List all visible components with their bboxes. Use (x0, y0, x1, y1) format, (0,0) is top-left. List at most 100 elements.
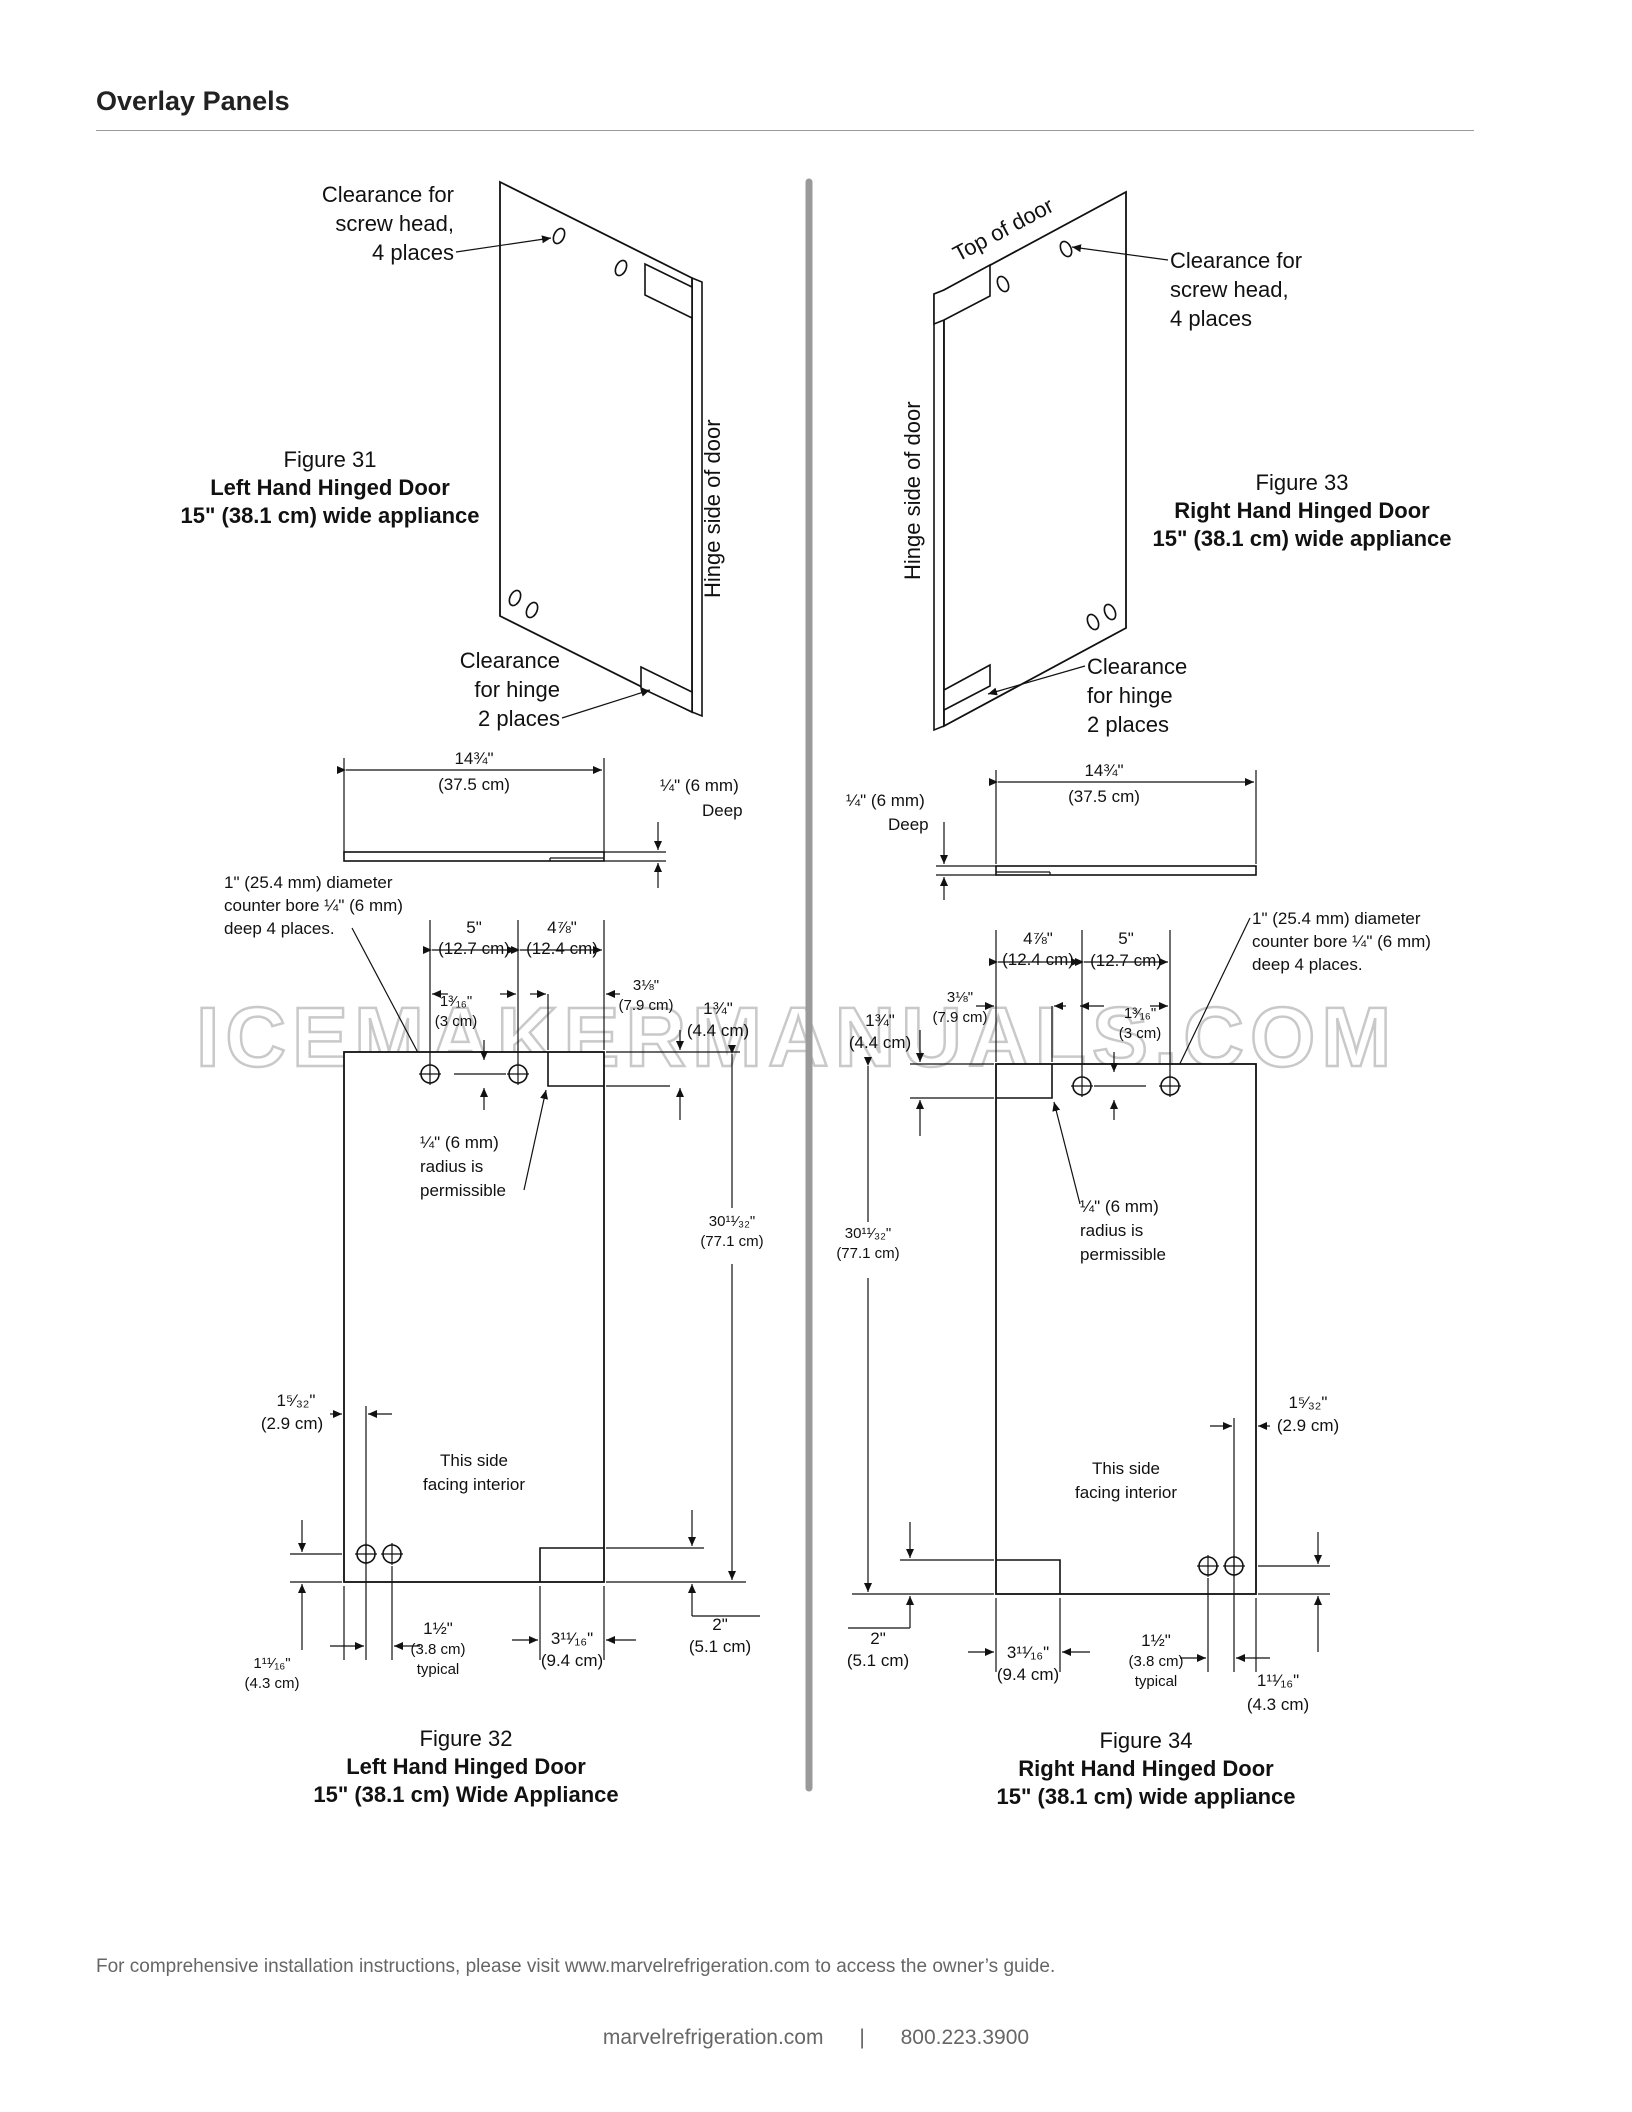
figure33-panel (933, 190, 1127, 732)
svg-text:¼" (6 mm): ¼" (6 mm) (1080, 1197, 1159, 1216)
installation-note: For comprehensive installation instructi… (96, 1956, 1056, 1977)
svg-text:facing interior: facing interior (1075, 1483, 1177, 1502)
svg-text:Clearance for: Clearance for (322, 182, 454, 207)
svg-text:2": 2" (870, 1629, 886, 1648)
svg-text:5": 5" (466, 918, 482, 937)
svg-text:screw head,: screw head, (1170, 277, 1289, 302)
svg-text:3¹¹⁄₁₆": 3¹¹⁄₁₆" (1007, 1643, 1049, 1662)
figure34-height-dimension (852, 1057, 994, 1595)
svg-text:1¹¹⁄₁₆": 1¹¹⁄₁₆" (253, 1655, 290, 1672)
figure32-caption: Figure 32 Left Hand Hinged Door 15" (38.… (313, 1726, 618, 1807)
svg-text:facing interior: facing interior (423, 1475, 525, 1494)
figure33-screw-label: Clearance for screw head, 4 places (1071, 244, 1302, 331)
svg-text:(9.4 cm): (9.4 cm) (541, 1651, 603, 1670)
figure34-panel-outline (995, 1063, 1257, 1595)
svg-text:(3.8 cm): (3.8 cm) (410, 1641, 465, 1658)
footer-contact: marvelrefrigeration.com | 800.223.3900 (0, 2026, 1632, 2050)
svg-text:(2.9 cm): (2.9 cm) (261, 1414, 323, 1433)
svg-text:radius is: radius is (1080, 1221, 1143, 1240)
svg-text:3¹¹⁄₁₆": 3¹¹⁄₁₆" (551, 1629, 593, 1648)
svg-text:permissible: permissible (420, 1181, 506, 1200)
figure31-hinge-side-label: Hinge side of door (700, 419, 725, 598)
figure32-height-dimension (606, 1045, 746, 1583)
svg-text:Figure 31: Figure 31 (284, 447, 377, 472)
figure31-hinge-label: Clearance for hinge 2 places (460, 648, 651, 731)
svg-text:¼" (6 mm): ¼" (6 mm) (660, 776, 739, 795)
svg-text:(12.4 cm): (12.4 cm) (526, 939, 598, 958)
svg-text:(12.7 cm): (12.7 cm) (1090, 951, 1162, 970)
svg-text:14¾": 14¾" (454, 749, 493, 768)
svg-text:permissible: permissible (1080, 1245, 1166, 1264)
svg-text:deep 4 places.: deep 4 places. (224, 919, 335, 938)
header-divider (96, 130, 1474, 131)
screw-hole-icon (1086, 613, 1100, 631)
svg-text:Right Hand Hinged Door: Right Hand Hinged Door (1174, 498, 1430, 523)
svg-text:Clearance: Clearance (460, 648, 560, 673)
svg-text:Deep: Deep (888, 815, 929, 834)
svg-text:5": 5" (1118, 929, 1134, 948)
svg-text:Deep: Deep (702, 801, 743, 820)
svg-text:(7.9 cm): (7.9 cm) (618, 997, 673, 1014)
svg-text:(4.4 cm): (4.4 cm) (687, 1021, 749, 1040)
svg-text:1½": 1½" (1141, 1631, 1171, 1650)
svg-text:4 places: 4 places (1170, 306, 1252, 331)
svg-text:Left Hand Hinged Door: Left Hand Hinged Door (210, 475, 450, 500)
svg-text:¼" (6 mm): ¼" (6 mm) (846, 791, 925, 810)
figure32-edge-view (337, 758, 666, 888)
svg-text:1" (25.4 mm) diameter: 1" (25.4 mm) diameter (1252, 909, 1421, 928)
screw-hole-icon (552, 227, 566, 245)
svg-text:(77.1 cm): (77.1 cm) (836, 1245, 899, 1262)
svg-text:Left Hand Hinged Door: Left Hand Hinged Door (346, 1754, 586, 1779)
svg-text:1⁵⁄₃₂": 1⁵⁄₃₂" (1289, 1393, 1328, 1412)
figure32-side-dimensions (290, 1406, 760, 1660)
figure34-edge-view (936, 770, 1257, 900)
svg-text:screw head,: screw head, (335, 211, 454, 236)
svg-text:2 places: 2 places (1087, 712, 1169, 737)
figure31-panel (499, 180, 703, 718)
website-link[interactable]: marvelrefrigeration.com (602, 2026, 824, 2049)
svg-text:30¹¹⁄₃₂": 30¹¹⁄₃₂" (845, 1225, 891, 1242)
svg-text:15" (38.1 cm) wide appliance: 15" (38.1 cm) wide appliance (1153, 526, 1452, 551)
svg-text:Figure 34: Figure 34 (1100, 1728, 1193, 1753)
screw-hole-icon (525, 601, 539, 619)
figure31-caption: Figure 31 Left Hand Hinged Door 15" (38.… (181, 447, 480, 528)
figure34-side-dimensions (848, 1418, 1330, 1672)
svg-text:for hinge: for hinge (1087, 683, 1173, 708)
svg-text:(3 cm): (3 cm) (435, 1013, 478, 1030)
svg-text:1½": 1½" (423, 1619, 453, 1638)
footer-separator: | (859, 2026, 865, 2049)
svg-text:This side: This side (440, 1451, 508, 1470)
svg-text:1¾": 1¾" (865, 1011, 895, 1030)
svg-text:Clearance for: Clearance for (1170, 248, 1302, 273)
svg-text:(3.8 cm): (3.8 cm) (1128, 1653, 1183, 1670)
svg-text:15" (38.1 cm) Wide Appliance: 15" (38.1 cm) Wide Appliance (313, 1782, 618, 1807)
phone-number: 800.223.3900 (900, 2026, 1030, 2049)
svg-text:This side: This side (1092, 1459, 1160, 1478)
svg-text:(9.4 cm): (9.4 cm) (997, 1665, 1059, 1684)
svg-text:deep 4 places.: deep 4 places. (1252, 955, 1363, 974)
svg-text:4⅞": 4⅞" (547, 918, 577, 937)
figure33-caption: Figure 33 Right Hand Hinged Door 15" (38… (1153, 470, 1452, 551)
svg-text:for hinge: for hinge (474, 677, 560, 702)
svg-text:2 places: 2 places (478, 706, 560, 731)
svg-text:(3 cm): (3 cm) (1119, 1025, 1162, 1042)
svg-text:1³⁄₁₆": 1³⁄₁₆" (1124, 1005, 1156, 1022)
figure31-screw-label: Clearance for screw head, 4 places (322, 182, 552, 265)
svg-text:(4.3 cm): (4.3 cm) (1247, 1695, 1309, 1714)
screw-hole-icon (614, 259, 628, 277)
svg-text:15" (38.1 cm) wide appliance: 15" (38.1 cm) wide appliance (997, 1784, 1296, 1809)
figure33-hinge-side-label: Hinge side of door (900, 401, 925, 580)
svg-text:(12.4 cm): (12.4 cm) (1002, 950, 1074, 969)
svg-text:Clearance: Clearance (1087, 654, 1187, 679)
figure34-top-dimensions (910, 930, 1171, 1136)
svg-text:3⅛": 3⅛" (633, 977, 659, 994)
svg-text:(37.5 cm): (37.5 cm) (438, 775, 510, 794)
svg-text:¼" (6 mm): ¼" (6 mm) (420, 1133, 499, 1152)
figure34-caption: Figure 34 Right Hand Hinged Door 15" (38… (997, 1728, 1296, 1809)
svg-text:(4.3 cm): (4.3 cm) (244, 1675, 299, 1692)
figure33-hinge-label: Clearance for hinge 2 places (987, 654, 1187, 737)
screw-hole-icon (1059, 240, 1073, 258)
svg-text:radius is: radius is (420, 1157, 483, 1176)
svg-text:14¾": 14¾" (1084, 761, 1123, 780)
